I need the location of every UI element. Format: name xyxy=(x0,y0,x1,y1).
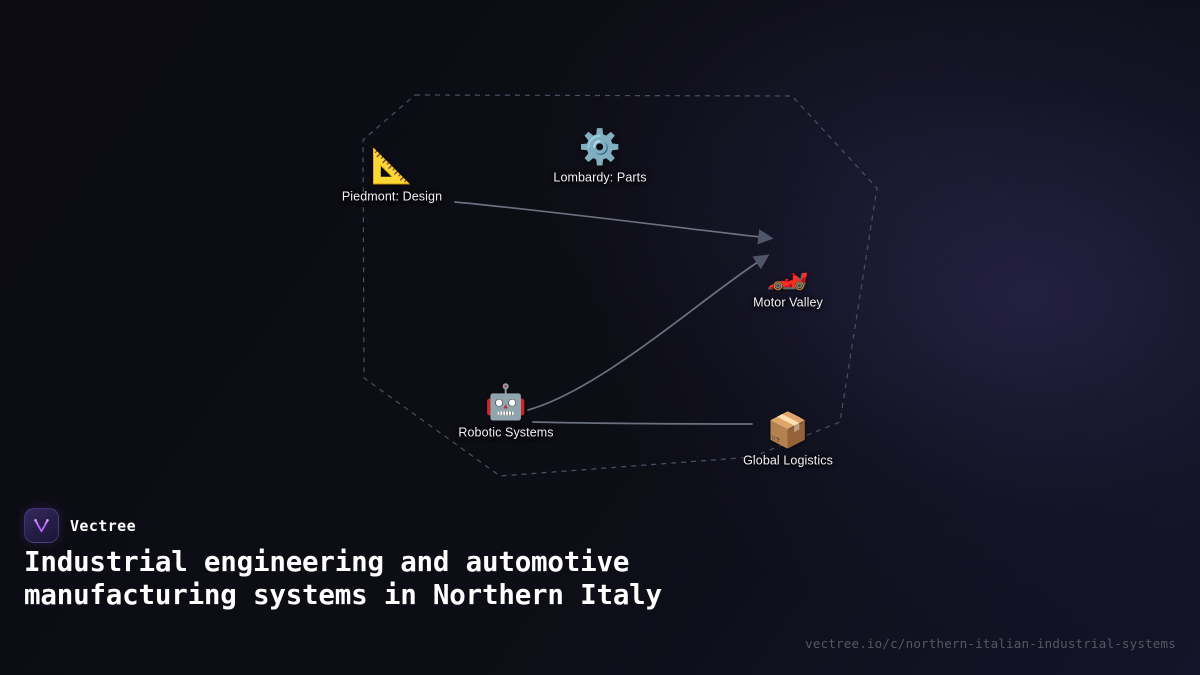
card-footer: Vectree Industrial engineering and autom… xyxy=(0,490,1200,675)
graph-edge xyxy=(454,201,774,245)
racing-car-icon: 🏎️ xyxy=(766,253,810,292)
knowledge-graph xyxy=(362,94,878,477)
cluster-boundary xyxy=(362,94,878,477)
graph-node-label: Motor Valley xyxy=(753,295,823,310)
source-url: vectree.io/c/northern-italian-industrial… xyxy=(805,636,1176,651)
graph-node-motor[interactable]: 🏎️ Motor Valley xyxy=(703,253,873,310)
graph-edges xyxy=(454,201,774,425)
graph-node-piedmont[interactable]: 📐 Piedmont: Design xyxy=(307,147,477,204)
graph-node-logistics[interactable]: 📦 Global Logistics xyxy=(703,411,873,468)
gear-icon: ⚙️ xyxy=(578,128,622,167)
graph-node-label: Robotic Systems xyxy=(458,425,554,440)
robot-icon: 🤖 xyxy=(484,383,528,422)
brand: Vectree xyxy=(24,508,136,543)
graph-node-label: Lombardy: Parts xyxy=(553,170,647,185)
graph-edge xyxy=(527,254,770,411)
graph-node-label: Global Logistics xyxy=(743,453,833,468)
graph-node-lombardy[interactable]: ⚙️ Lombardy: Parts xyxy=(515,128,685,185)
package-icon: 📦 xyxy=(766,411,810,450)
page-title: Industrial engineering and automotive ma… xyxy=(24,546,662,611)
graph-node-robotics[interactable]: 🤖 Robotic Systems xyxy=(421,383,591,440)
graph-edge xyxy=(532,421,753,425)
triangular-ruler-icon: 📐 xyxy=(370,147,414,186)
graph-node-label: Piedmont: Design xyxy=(341,189,443,204)
vectree-v-logo-icon xyxy=(24,508,59,543)
brand-name: Vectree xyxy=(70,516,137,535)
